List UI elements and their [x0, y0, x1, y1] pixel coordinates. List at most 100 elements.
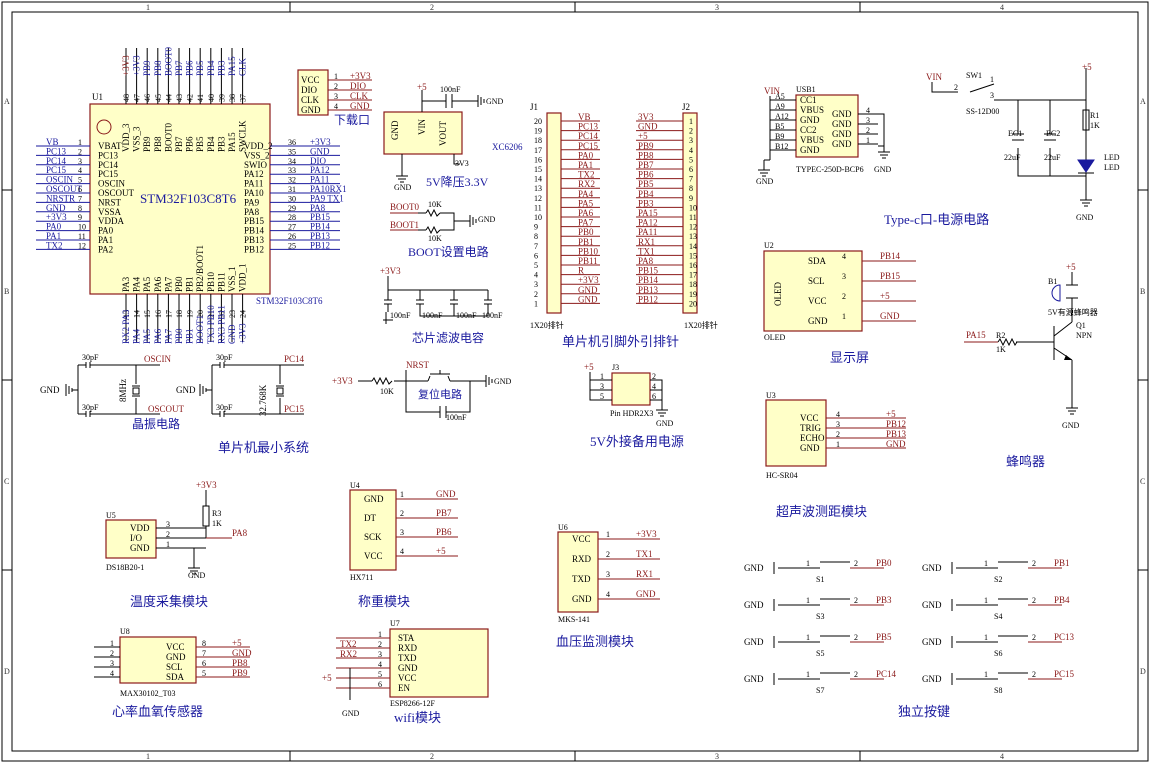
- oled-pin-name: VCC: [808, 296, 827, 306]
- j1-ref: J1: [530, 102, 538, 112]
- mcu-right-net: PB14: [310, 222, 331, 232]
- crystal-rtc-cap2: 30pF: [216, 403, 233, 412]
- j2-pin-net: PB6: [638, 170, 654, 180]
- ec2-val: 22uF: [1044, 153, 1061, 162]
- oled-pin-num: 4: [842, 252, 846, 261]
- frame-col-3-bottom: 3: [715, 752, 719, 761]
- temp-part: DS18B20-1: [106, 563, 144, 572]
- hr-left-num: 2: [110, 649, 114, 658]
- j2-pin-net: RX1: [638, 237, 655, 247]
- j1-pin-num: 3: [534, 280, 538, 289]
- mcu-bot-name: PB11: [216, 272, 226, 292]
- bp-pin-net: TX1: [636, 549, 653, 559]
- key-pin1: 1: [984, 670, 988, 679]
- wifi-pin-name: EN: [398, 683, 410, 693]
- oled-pin-num: 3: [842, 272, 846, 281]
- hr-left-num: 3: [110, 659, 114, 668]
- boot-gnd: GND: [478, 215, 496, 224]
- filter-cap-3: 100nF: [456, 311, 477, 320]
- download-pin-num: 2: [334, 82, 338, 91]
- mcu-right-net: +3V3: [310, 137, 331, 147]
- mcu-left-num: 1: [78, 138, 82, 147]
- wifi-body: [389, 628, 489, 698]
- temp-body: [105, 519, 157, 559]
- mcu-bot-name: PA7: [163, 276, 173, 292]
- j1-pin-num: 5: [534, 261, 538, 270]
- usb-sw-n3: 3: [990, 91, 994, 100]
- mcu-left-net: +3V3: [46, 212, 67, 222]
- j1-pin-net: PB0: [578, 227, 594, 237]
- key-gnd: GND: [744, 674, 764, 684]
- mcu-bot-num: 14: [133, 310, 142, 318]
- j1-pin-num: 8: [534, 232, 538, 241]
- mcu-right-name: PB13: [244, 235, 265, 245]
- wifi-gnd: GND: [342, 709, 360, 718]
- frame-row-b-right: B: [1140, 287, 1145, 296]
- download-pin-name: DIO: [301, 85, 317, 95]
- oled-body: [763, 250, 863, 332]
- bp-part: MKS-141: [558, 615, 590, 624]
- j1-pin-net: PA1: [578, 160, 593, 170]
- crystal-caption: 晶振电路: [132, 416, 180, 431]
- wifi-pin-name: RXD: [398, 643, 418, 653]
- mcu-top-net: CLK: [238, 57, 248, 76]
- mcu-part: STM32F103C8T6: [256, 296, 323, 306]
- mcu-right-net: PA10RX1: [310, 184, 347, 194]
- mcu-left-num: 5: [78, 176, 82, 185]
- ec2-ref: EC2: [1046, 129, 1060, 138]
- usb-sw-part: SS-12D00: [966, 107, 999, 116]
- j1-pin-net: TX2: [578, 170, 595, 180]
- mcu-right-name: PB12: [244, 244, 264, 254]
- hr-right-num: 6: [202, 659, 206, 668]
- led-part: LED: [1104, 163, 1120, 172]
- oled-pin-name: SCL: [808, 276, 825, 286]
- download-pin-net: GND: [350, 101, 370, 111]
- mcu-left-net: PC14: [46, 156, 67, 166]
- j1-pin-net: PA4: [578, 189, 594, 199]
- wifi-pin-num: 4: [378, 660, 382, 669]
- mcu-bot-name: VSS_1: [227, 266, 237, 292]
- reset-caption: 复位电路: [418, 387, 462, 401]
- key-gnd: GND: [744, 637, 764, 647]
- mcu-right-name: PA12: [244, 169, 264, 179]
- j2-pin-net: PA11: [638, 227, 657, 237]
- hr-pin-name: VCC: [166, 642, 185, 652]
- j2-pin-num: 4: [689, 146, 693, 155]
- j2-pin-num: 8: [689, 184, 693, 193]
- mcu-right-net: PB15: [310, 212, 331, 222]
- mcu-left-num: 7: [78, 194, 82, 203]
- mcu-top-name: PB7: [174, 136, 184, 152]
- mcu-right-num: 31: [288, 185, 296, 194]
- mcu-body: [89, 103, 271, 295]
- key-pin2: 2: [1032, 670, 1036, 679]
- boot-caption: BOOT设置电路: [408, 244, 489, 259]
- mcu-left-name: NRST: [98, 197, 122, 207]
- mcu-left-net: PA0: [46, 222, 62, 232]
- usb-left-num: A5: [775, 92, 785, 101]
- j3-n6: 6: [652, 392, 656, 401]
- weight-part: HX711: [350, 573, 373, 582]
- mcu-right-num: 35: [288, 147, 296, 156]
- bp-pin-net: +3V3: [636, 529, 657, 539]
- usb-sw-ref: SW1: [966, 71, 982, 80]
- mcu-left-name: PA2: [98, 244, 113, 254]
- mcu-bot-num: 17: [164, 310, 173, 318]
- filter-caption: 芯片滤波电容: [412, 330, 484, 345]
- temp-pin-num: 2: [166, 530, 170, 539]
- mcu-top-name: SWCLK: [238, 120, 248, 152]
- mcu-left-num: 6: [78, 185, 82, 194]
- mcu-top-name: PB4: [206, 136, 216, 152]
- mcu-bot-num: 24: [239, 310, 248, 318]
- key-pin2: 2: [854, 559, 858, 568]
- mcu-bot-num: 20: [196, 310, 205, 318]
- weight-pin-num: 4: [400, 547, 404, 556]
- mcu-bot-name: PA4: [132, 276, 142, 292]
- buzzer-caption: 蜂鸣器: [1006, 454, 1045, 469]
- r1-val: 1K: [1090, 121, 1100, 130]
- frame-col-2-bottom: 2: [430, 752, 434, 761]
- filter-cap-2: 100nF: [422, 311, 443, 320]
- mcu-bot-net: GND: [227, 324, 237, 344]
- wifi-pin-num: 5: [378, 670, 382, 679]
- buzzer-gnd: GND: [1062, 421, 1080, 430]
